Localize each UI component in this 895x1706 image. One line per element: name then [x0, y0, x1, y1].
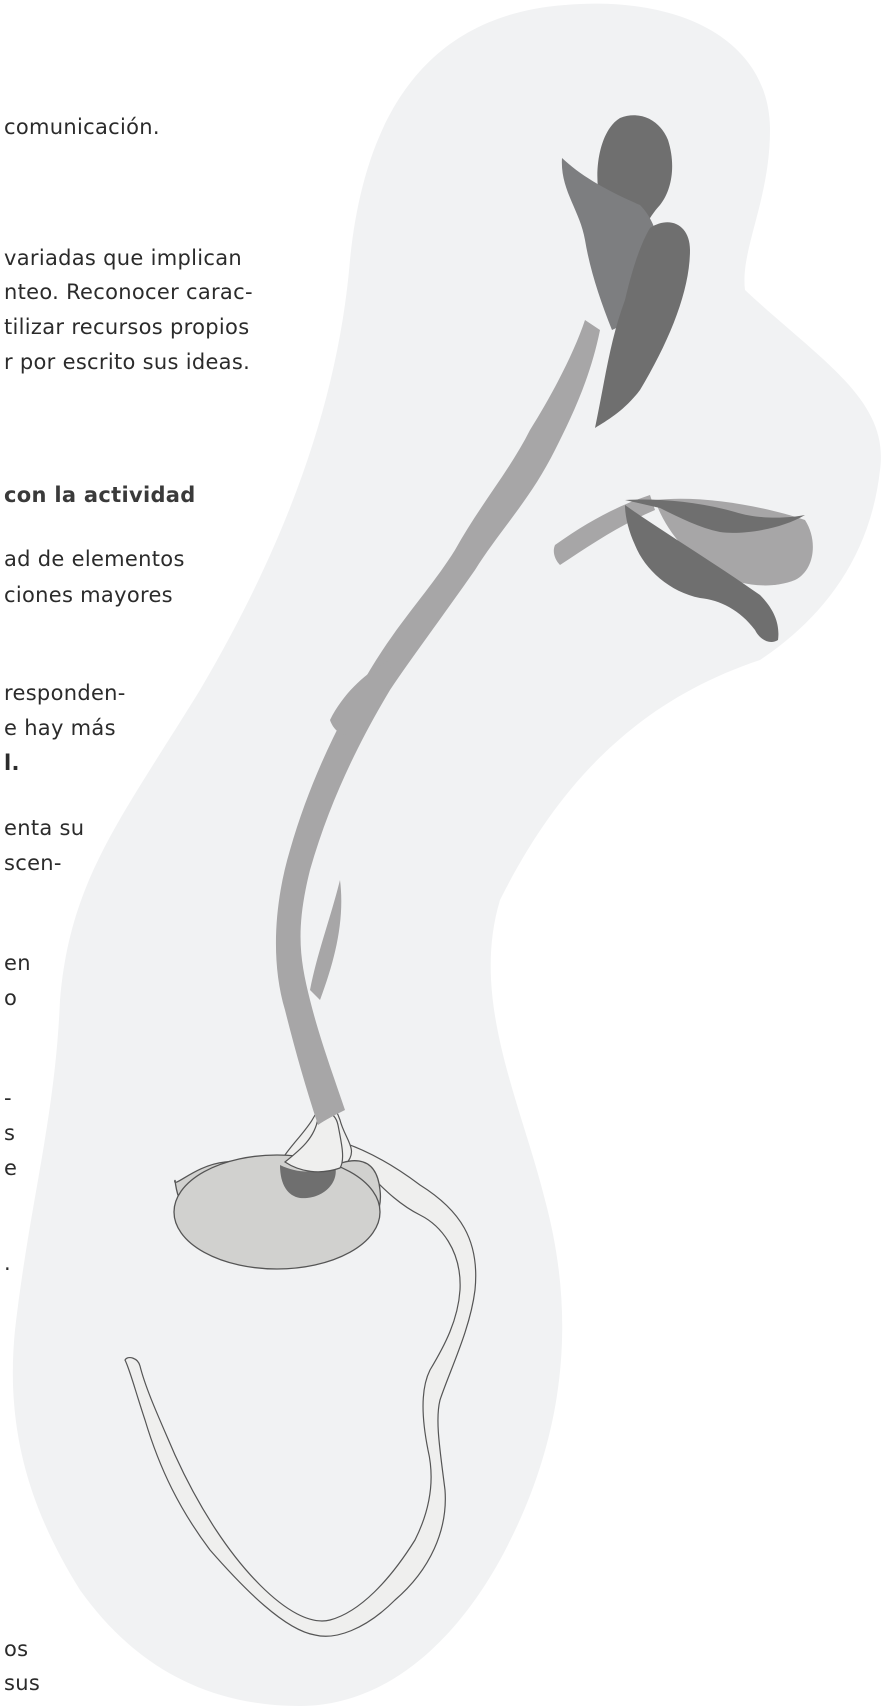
text-line-7: ad de elementos — [4, 547, 185, 571]
right-leaf-lower-dark — [625, 505, 779, 642]
lower-leaf-dark — [595, 222, 690, 428]
text-line-3: nteo. Reconocer carac- — [4, 280, 253, 304]
text-line-20: os — [4, 1637, 29, 1661]
text-line-5: r por escrito sus ideas. — [4, 350, 251, 374]
text-line-16: - — [4, 1086, 12, 1110]
text-line-19: . — [4, 1251, 11, 1275]
text-line-2: variadas que implican — [4, 246, 242, 270]
right-leaf-dark — [625, 499, 805, 533]
text-line-18: e — [4, 1156, 18, 1180]
text-line-11: l. — [4, 751, 20, 775]
text-line-21: sus — [4, 1671, 41, 1695]
text-line-14: en — [4, 951, 31, 975]
text-line-13: scen- — [4, 851, 62, 875]
stem — [275, 320, 600, 1125]
text-line-1: comunicación. — [4, 115, 160, 139]
text-line-15: o — [4, 986, 18, 1010]
text-line-12: enta su — [4, 816, 85, 840]
text-line-4: tilizar recursos propios — [4, 315, 250, 339]
text-line-8: ciones mayores — [4, 583, 173, 607]
text-line-17: s — [4, 1121, 16, 1145]
section-heading: con la actividad — [4, 483, 196, 507]
text-line-9: responden- — [4, 681, 126, 705]
root — [124, 1139, 477, 1637]
text-line-10: e hay más — [4, 716, 116, 740]
